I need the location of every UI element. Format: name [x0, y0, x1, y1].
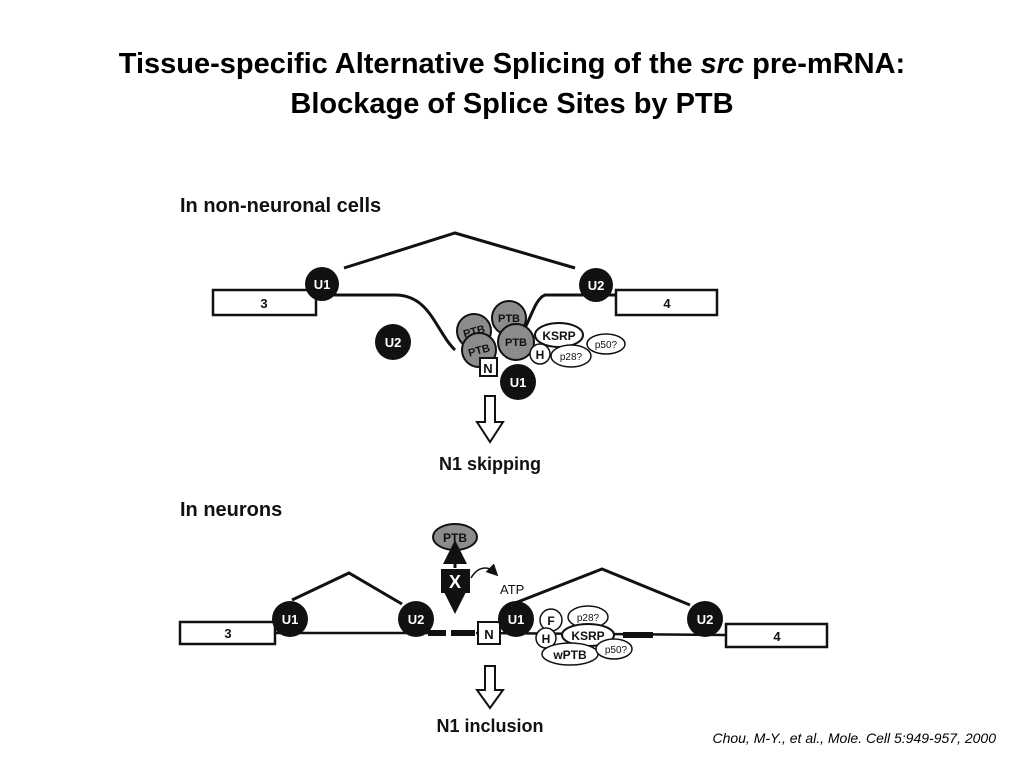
outcome-n1-skipping: N1 skipping	[439, 454, 541, 474]
splicing-diagram: In non-neuronal cells 3 4 U1 U2 U2 PTB P…	[178, 195, 829, 736]
panel-heading-neurons: In neurons	[180, 499, 282, 521]
n-exon-neurons-label: N	[484, 627, 493, 642]
n-exon-label: N	[483, 361, 492, 376]
u2-mid-neurons-label: U2	[408, 612, 425, 627]
exon-4-neurons-label: 4	[773, 629, 781, 644]
u1-left-neurons-label: U1	[282, 612, 299, 627]
exon-3-label: 3	[260, 296, 267, 311]
p50-neurons-label: p50?	[605, 645, 628, 656]
f-label: F	[547, 614, 554, 628]
exon-4-label: 4	[663, 296, 671, 311]
u2-right-label: U2	[588, 278, 605, 293]
title-line2: Blockage of Splice Sites by PTB	[290, 88, 734, 120]
p28-label: p28?	[560, 352, 583, 363]
title-line1-suffix: pre-mRNA:	[744, 48, 906, 80]
panel-heading-non-neuronal: In non-neuronal cells	[180, 195, 381, 217]
splice-arc-left-neurons	[291, 571, 403, 606]
splice-arc-right-neurons	[509, 567, 691, 607]
ksrp-neurons-label: KSRP	[571, 629, 604, 643]
u2-snrnp-right	[579, 268, 613, 302]
x-block	[441, 569, 470, 593]
u1-n-neurons-label: U1	[508, 612, 525, 627]
wptb-label: wPTB	[552, 648, 587, 662]
u2-snrnp-mid-neurons	[398, 601, 434, 637]
ptb-label-1: PTB	[498, 313, 520, 325]
p50-label: p50?	[595, 340, 618, 351]
branch-segment-3	[623, 632, 653, 638]
ptb-label-4: PTB	[505, 337, 527, 349]
exon-4-neurons	[724, 622, 829, 649]
splice-arc-non-neuronal	[343, 231, 576, 270]
u2-free-label: U2	[385, 335, 402, 350]
exon-3-non-neuronal	[211, 288, 318, 317]
u1-n-label: U1	[510, 375, 527, 390]
p28-neurons-label: p28?	[577, 613, 600, 624]
x-label: X	[449, 572, 461, 592]
exon-4-non-neuronal	[614, 288, 719, 317]
exon-3-neurons-label: 3	[224, 626, 231, 641]
p50-protein-neurons	[595, 638, 633, 660]
ptb-label-3: PTB	[467, 342, 491, 359]
ptb-protein-4	[497, 323, 535, 361]
u1-snrnp-n	[500, 364, 536, 400]
ksrp-label: KSRP	[542, 329, 575, 343]
u2-snrnp-free	[375, 324, 411, 360]
u1-snrnp-n-neurons	[498, 601, 534, 637]
u2-right-neurons-label: U2	[697, 612, 714, 627]
branch-segment-1	[428, 630, 446, 636]
n-exon-non-neuronal	[479, 357, 498, 377]
citation: Chou, M-Y., et al., Mole. Cell 5:949-957…	[712, 730, 996, 746]
down-arrow-skipping	[475, 395, 505, 444]
title-line1-italic: src	[700, 48, 745, 80]
h-label: H	[536, 348, 545, 362]
u1-snrnp-left	[305, 267, 339, 301]
branch-segment-2	[451, 630, 475, 636]
u1-snrnp-left-neurons	[272, 601, 308, 637]
u1-left-label: U1	[314, 277, 331, 292]
p28-protein	[550, 344, 592, 368]
h-neurons-label: H	[542, 632, 551, 646]
down-arrow-inclusion	[475, 665, 505, 710]
atp-label: ATP	[500, 582, 524, 597]
ptb-free-label: PTB	[443, 531, 467, 545]
p50-protein	[586, 333, 626, 355]
slide-title: Tissue-specific Alternative Splicing of …	[0, 44, 1024, 124]
outcome-n1-inclusion: N1 inclusion	[436, 716, 543, 736]
n-exon-neurons	[477, 621, 501, 645]
atp-arrow	[470, 563, 499, 579]
u2-snrnp-right-neurons	[687, 601, 723, 637]
h-protein	[529, 343, 551, 365]
title-line1-prefix: Tissue-specific Alternative Splicing of …	[118, 48, 701, 80]
